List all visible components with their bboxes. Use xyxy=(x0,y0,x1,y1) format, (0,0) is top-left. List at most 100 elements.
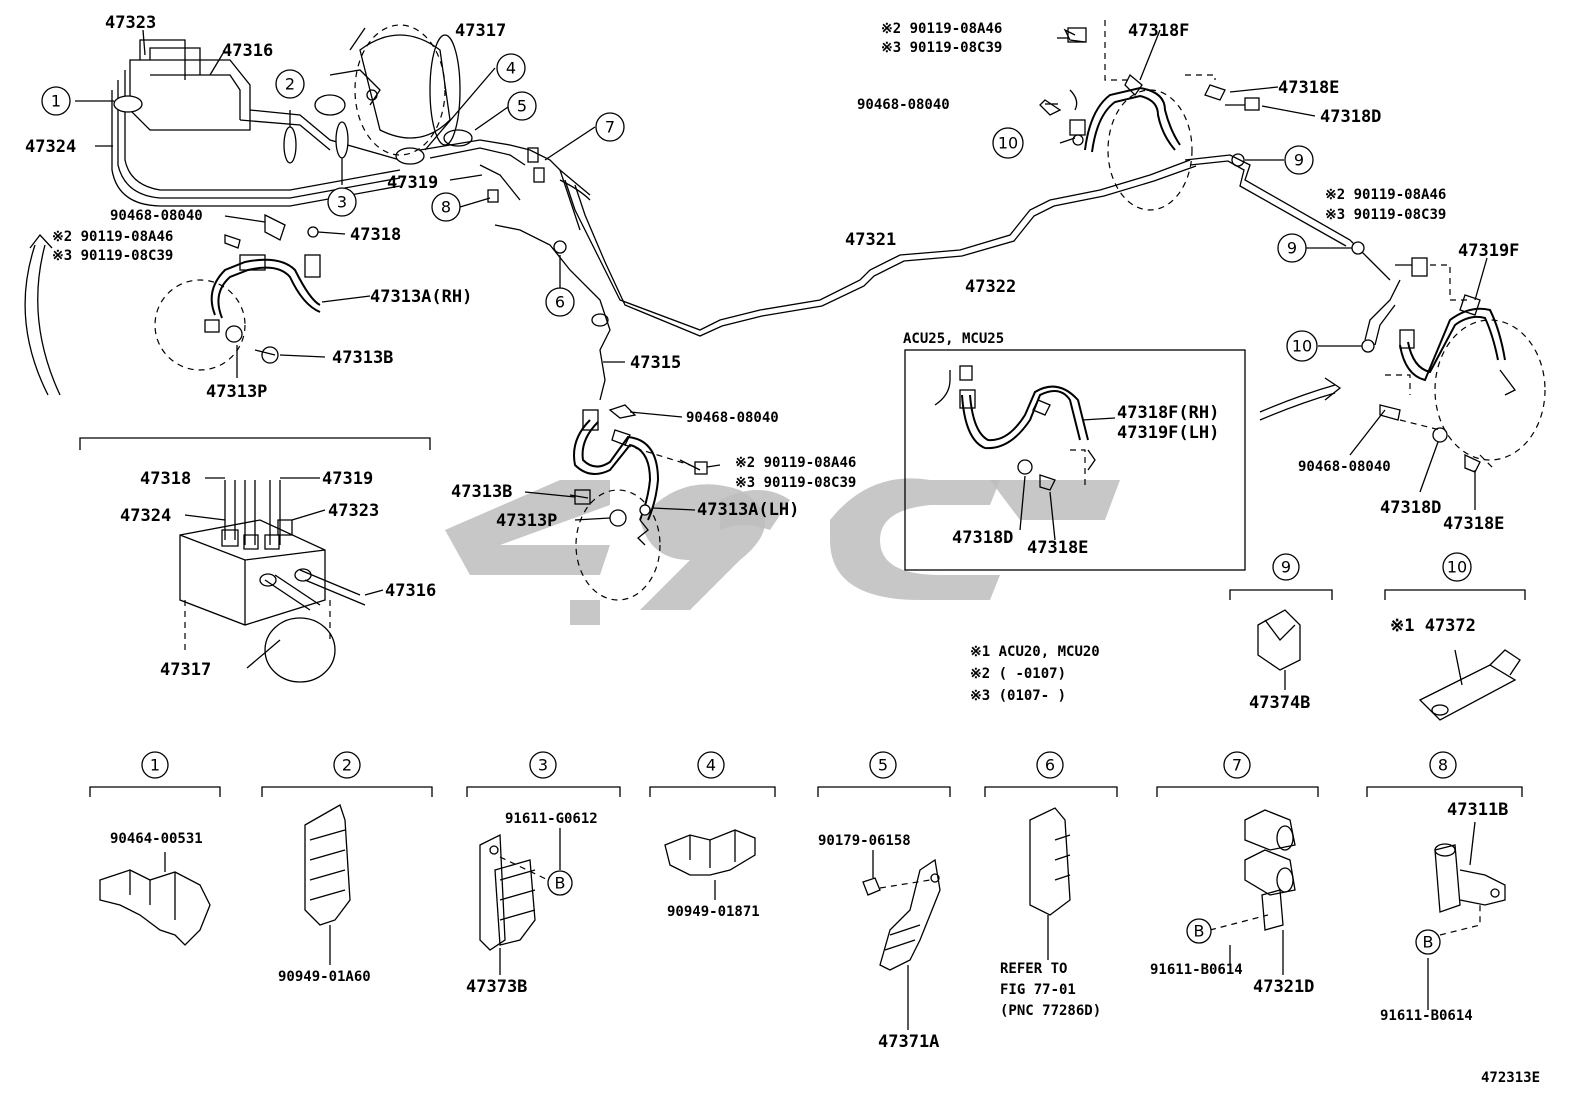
callout-9-a: 9 xyxy=(1294,151,1304,170)
inset-label-47318: 47318 xyxy=(140,469,191,489)
label-47311b: 47311B xyxy=(1447,800,1508,820)
label-90464-00531: 90464-00531 xyxy=(110,831,203,847)
label-90468-a: 90468-08040 xyxy=(110,208,203,224)
acu25-detail-box xyxy=(904,349,1246,571)
label-47313p-a: 47313P xyxy=(206,382,267,402)
label-47313b-a: 47313B xyxy=(332,348,393,368)
leaders-top-left xyxy=(75,27,625,378)
clamp-1-callout-marker xyxy=(113,95,143,113)
callout-9-b: 9 xyxy=(1287,239,1297,258)
callout-4-detail: 4 xyxy=(706,756,716,775)
note-3-b: ※3 90119-08C39 xyxy=(881,40,1002,56)
label-47318f: 47318F xyxy=(1128,21,1189,41)
note-2-a: ※2 90119-08A46 xyxy=(52,229,173,245)
label-47318f-rh: 47318F(RH) xyxy=(1117,403,1219,423)
label-90468-b: 90468-08040 xyxy=(857,97,950,113)
part-labels: 47323 47316 47317 47324 47319 90468-0804… xyxy=(25,13,1540,1086)
inset-label-47316: 47316 xyxy=(385,581,436,601)
note-2-d: ※2 90119-08A46 xyxy=(735,455,856,471)
note-2-b: ※2 90119-08A46 xyxy=(881,21,1002,37)
callout-1: 1 xyxy=(51,92,61,111)
label-47373b: 47373B xyxy=(466,977,527,997)
label-47324: 47324 xyxy=(25,137,76,157)
label-91611-g0612: 91611-G0612 xyxy=(505,811,598,827)
label-47319f-lh: 47319F(LH) xyxy=(1117,423,1219,443)
note-3-c: ※3 90119-08C39 xyxy=(1325,207,1446,223)
label-47313a-rh: 47313A(RH) xyxy=(370,287,472,307)
label-47318e-a: 47318E xyxy=(1278,78,1339,98)
b-marker-7: B xyxy=(1194,922,1205,941)
label-47371a: 47371A xyxy=(878,1032,939,1052)
label-47318d-a: 47318D xyxy=(1320,107,1381,127)
label-47313a-lh: 47313A(LH) xyxy=(697,500,799,520)
callout-7-detail: 7 xyxy=(1232,756,1242,775)
inset-label-47319: 47319 xyxy=(322,469,373,489)
callout-4: 4 xyxy=(506,59,516,78)
callout-8: 8 xyxy=(441,198,451,217)
label-47323: 47323 xyxy=(105,13,156,33)
inset-label-47323: 47323 xyxy=(328,501,379,521)
callout-9-detail: 9 xyxy=(1281,558,1291,577)
block-inset xyxy=(79,437,431,683)
label-91611-b0614-a: 91611-B0614 xyxy=(1150,962,1243,978)
label-90468-c: 90468-08040 xyxy=(1298,459,1391,475)
label-47315: 47315 xyxy=(630,353,681,373)
watermark xyxy=(445,478,1120,625)
label-47318e-b: 47318E xyxy=(1027,538,1088,558)
callout-2: 2 xyxy=(285,75,295,94)
label-90949-01871: 90949-01871 xyxy=(667,904,760,920)
rear-rh-assembly xyxy=(1039,20,1546,473)
detail-brackets xyxy=(89,589,1526,797)
callout-10-a: 10 xyxy=(998,134,1018,153)
label-47317: 47317 xyxy=(455,21,506,41)
callout-8-detail: 8 xyxy=(1438,756,1448,775)
label-47319f: 47319F xyxy=(1458,241,1519,261)
callout-3: 3 xyxy=(337,193,347,212)
label-47318: 47318 xyxy=(350,225,401,245)
leaders-middle xyxy=(524,411,721,521)
note-3-a: ※3 90119-08C39 xyxy=(52,248,173,264)
inset-label-47317: 47317 xyxy=(160,660,211,680)
label-refer-to: REFER TO xyxy=(1000,961,1067,977)
label-90949-01a60: 90949-01A60 xyxy=(278,969,371,985)
label-47313b-b: 47313B xyxy=(451,482,512,502)
label-47322: 47322 xyxy=(965,277,1016,297)
inset-label-47324: 47324 xyxy=(120,506,171,526)
note-2: ※2 ( -0107) xyxy=(970,666,1066,682)
callout-6-detail: 6 xyxy=(1045,756,1055,775)
label-47318e-c: 47318E xyxy=(1443,514,1504,534)
label-47313p-b: 47313P xyxy=(496,511,557,531)
callout-10-detail: 10 xyxy=(1447,558,1467,577)
label-acu25: ACU25, MCU25 xyxy=(903,331,1004,347)
callout-2-detail: 2 xyxy=(342,756,352,775)
callout-3-detail: 3 xyxy=(538,756,548,775)
label-47321d: 47321D xyxy=(1253,977,1314,997)
front-lh-assembly xyxy=(569,404,708,601)
diagram-id: 472313E xyxy=(1481,1070,1540,1086)
actuator-assembly xyxy=(24,24,1197,401)
b-marker-3: B xyxy=(555,874,566,893)
note-3-d: ※3 90119-08C39 xyxy=(735,475,856,491)
clip-part-drawings: B B B xyxy=(99,609,1521,1030)
leaders-top-right xyxy=(1045,29,1488,510)
label-fig-77-01: FIG 77-01 xyxy=(1000,982,1076,998)
note-3: ※3 (0107- ) xyxy=(970,688,1066,704)
callout-circles: 1 2 3 4 5 6 7 8 9 10 9 10 9 10 1 2 3 4 5… xyxy=(41,53,1472,779)
note-1: ※1 ACU20, MCU20 xyxy=(970,644,1100,660)
b-marker-8: B xyxy=(1423,933,1434,952)
callout-5: 5 xyxy=(517,97,527,116)
label-47372: ※1 47372 xyxy=(1390,616,1476,636)
callout-5-detail: 5 xyxy=(878,756,888,775)
callout-10-b: 10 xyxy=(1292,337,1312,356)
label-90468-d: 90468-08040 xyxy=(686,410,779,426)
callout-6: 6 xyxy=(555,293,565,312)
label-47318d-c: 47318D xyxy=(1380,498,1441,518)
label-47374b: 47374B xyxy=(1249,693,1310,713)
label-pnc-77286d: (PNC 77286D) xyxy=(1000,1003,1101,1019)
callout-7: 7 xyxy=(605,118,615,137)
label-47321: 47321 xyxy=(845,230,896,250)
label-47319: 47319 xyxy=(387,173,438,193)
callout-1-detail: 1 xyxy=(150,756,160,775)
label-90179-06158: 90179-06158 xyxy=(818,833,911,849)
